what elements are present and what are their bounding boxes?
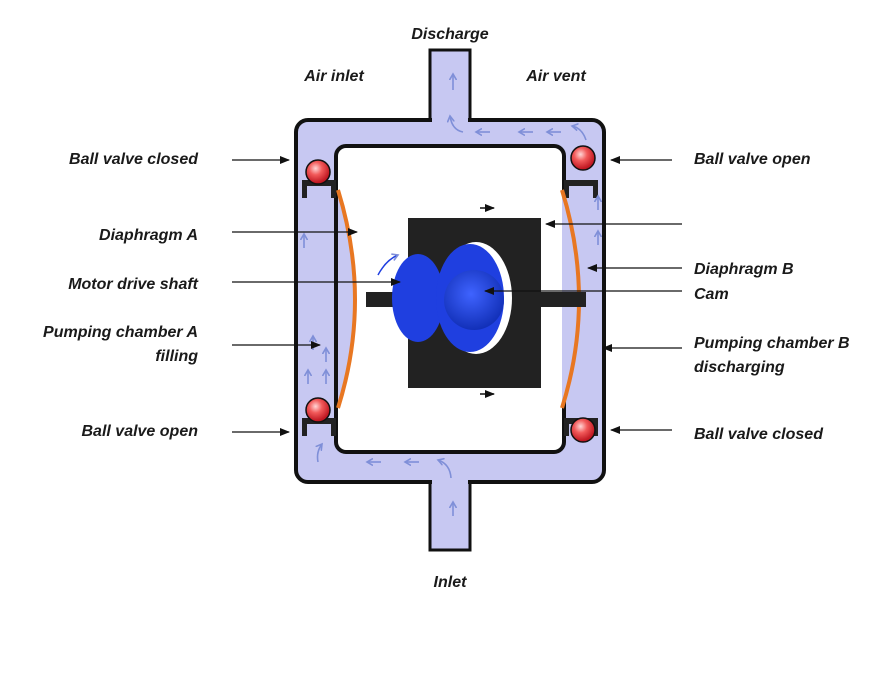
ball-valve-bottom-left bbox=[305, 397, 331, 423]
label-diaphragm-a: Diaphragm A bbox=[99, 227, 198, 244]
label-air-inlet: Air inlet bbox=[304, 68, 364, 85]
diaphragm-a bbox=[336, 189, 357, 409]
cam bbox=[444, 270, 504, 330]
ball-valve-top-right bbox=[570, 145, 596, 171]
label-discharge: Discharge bbox=[411, 26, 489, 43]
label-air-vent: Air vent bbox=[526, 68, 586, 85]
label-pumping-chamber-a-line2: filling bbox=[155, 348, 198, 365]
flow-arrows bbox=[304, 74, 598, 516]
callout-lines bbox=[232, 156, 682, 436]
label-ball-valve-closed-top-left: Ball valve closed bbox=[69, 151, 198, 168]
cam-assembly bbox=[377, 204, 541, 398]
label-inlet: Inlet bbox=[433, 574, 467, 591]
label-pumping-chamber-b-line2: discharging bbox=[694, 359, 785, 376]
label-pumping-chamber-b-line1: Pumping chamber B bbox=[694, 335, 850, 352]
label-cam: Cam bbox=[694, 286, 729, 303]
label-ball-valve-closed-bottom-right: Ball valve closed bbox=[694, 426, 823, 443]
label-ball-valve-open-bottom-left: Ball valve open bbox=[81, 423, 199, 440]
label-pumping-chamber-a-line1: Pumping chamber A bbox=[43, 324, 198, 341]
label-ball-valve-open-top-right: Ball valve open bbox=[694, 151, 811, 168]
cam-disc-left bbox=[392, 254, 444, 342]
ball-valve-top-left bbox=[305, 159, 331, 185]
ball-valve-bottom-right bbox=[570, 417, 596, 443]
label-diaphragm-b: Diaphragm B bbox=[694, 261, 794, 278]
label-motor-drive-shaft: Motor drive shaft bbox=[68, 276, 198, 293]
